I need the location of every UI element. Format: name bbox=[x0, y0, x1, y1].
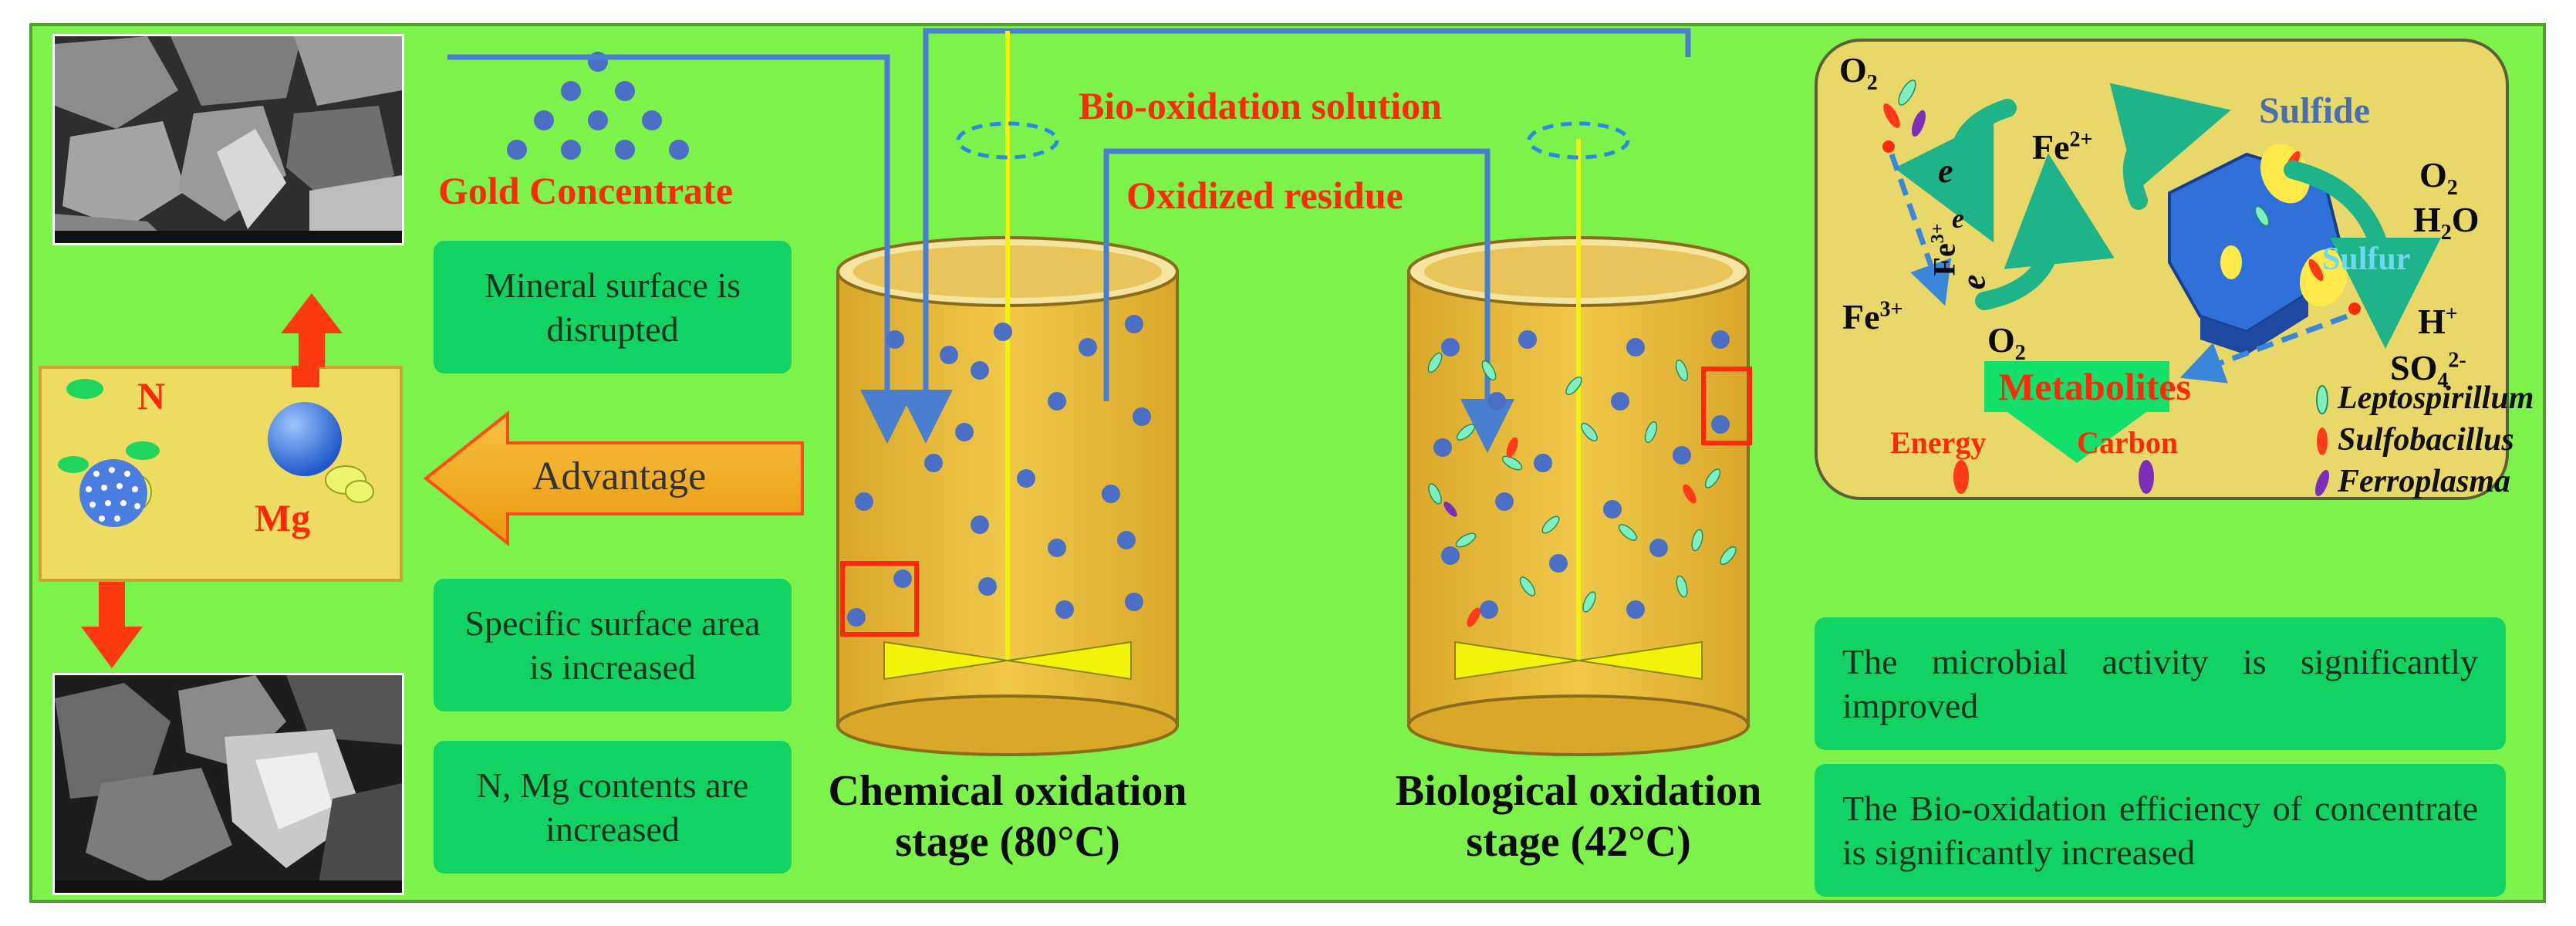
legend-ferroplasma: Ferroplasma bbox=[2338, 464, 2511, 499]
electron-label-1: e bbox=[1938, 152, 1953, 190]
h2o-label: H2O bbox=[2413, 200, 2480, 245]
advantage-arrow-icon bbox=[423, 410, 804, 547]
carbon-label: Carbon bbox=[2077, 425, 2179, 460]
label-mg: Mg bbox=[255, 496, 311, 539]
result-box-activity: The microbial activity is significantly … bbox=[1815, 617, 2506, 750]
sulfide-label: Sulfide bbox=[2259, 90, 2371, 131]
sulfur-label: Sulfur bbox=[2322, 242, 2411, 277]
particles-chemical bbox=[847, 315, 1151, 627]
oxidized-residue-label: Oxidized residue bbox=[1126, 174, 1403, 217]
effect-box-contents: N, Mg contents are increased bbox=[434, 741, 792, 874]
electron-label-2: e bbox=[1954, 274, 1993, 290]
arrow-down-shaft bbox=[99, 582, 125, 628]
so4-label: SO42- bbox=[2390, 348, 2466, 394]
result-box-efficiency: The Bio-oxidation efficiency of concentr… bbox=[1815, 764, 2506, 897]
stage-label-chemical: Chemical oxidation stage (80°C) bbox=[799, 765, 1216, 867]
stage-chemical-line2: stage (80°C) bbox=[895, 818, 1120, 867]
mechanism-art bbox=[1882, 79, 2441, 497]
energy-label: Energy bbox=[1890, 425, 1987, 460]
h-plus-label: H+ bbox=[2418, 302, 2458, 341]
o2-top-left-label: O2 bbox=[1839, 50, 1878, 96]
arrow-up-shaft bbox=[299, 332, 325, 367]
stage-biological-line2: stage (42°C) bbox=[1466, 818, 1691, 867]
fe3-label: Fe3+ bbox=[1842, 297, 1903, 336]
bio-oxidation-solution-label: Bio-oxidation solution bbox=[1079, 84, 1442, 127]
microbes-biological bbox=[1427, 352, 1737, 613]
stage-biological-line1: Biological oxidation bbox=[1395, 767, 1762, 815]
sem-image-bottom bbox=[52, 673, 404, 895]
stage-chemical-line1: Chemical oxidation bbox=[828, 767, 1187, 815]
legend-leptospirillum: Leptospirillum bbox=[2338, 380, 2534, 416]
effect-box-area: Specific surface area is increased bbox=[434, 579, 792, 711]
o2-right-label: O2 bbox=[2419, 155, 2458, 201]
arrow-up-icon bbox=[292, 366, 319, 387]
arrow-up-icon bbox=[281, 293, 343, 333]
impeller-chemical bbox=[883, 640, 1132, 681]
o2-bottom-label: O2 bbox=[1987, 320, 2026, 366]
sem-image-top bbox=[52, 34, 404, 245]
metabolites-label: Metabolites bbox=[1998, 365, 2191, 408]
electron-label-3: e bbox=[1952, 203, 1964, 234]
fe2-label: Fe2+ bbox=[2032, 127, 2093, 167]
particle-box-art bbox=[58, 366, 374, 527]
gold-concentrate-label: Gold Concentrate bbox=[438, 169, 733, 212]
effect-box-surface: Mineral surface is disrupted bbox=[434, 241, 792, 373]
particles-biological bbox=[1433, 330, 1730, 619]
arrow-down-icon bbox=[81, 627, 143, 668]
legend-sulfobacillus: Sulfobacillus bbox=[2338, 422, 2514, 458]
label-n: N bbox=[137, 374, 166, 417]
impeller-biological bbox=[1454, 640, 1703, 681]
gold-concentrate-particles bbox=[507, 52, 689, 160]
stage-label-biological: Biological oxidation stage (42°C) bbox=[1355, 765, 1802, 867]
advantage-label: Advantage bbox=[532, 455, 707, 498]
